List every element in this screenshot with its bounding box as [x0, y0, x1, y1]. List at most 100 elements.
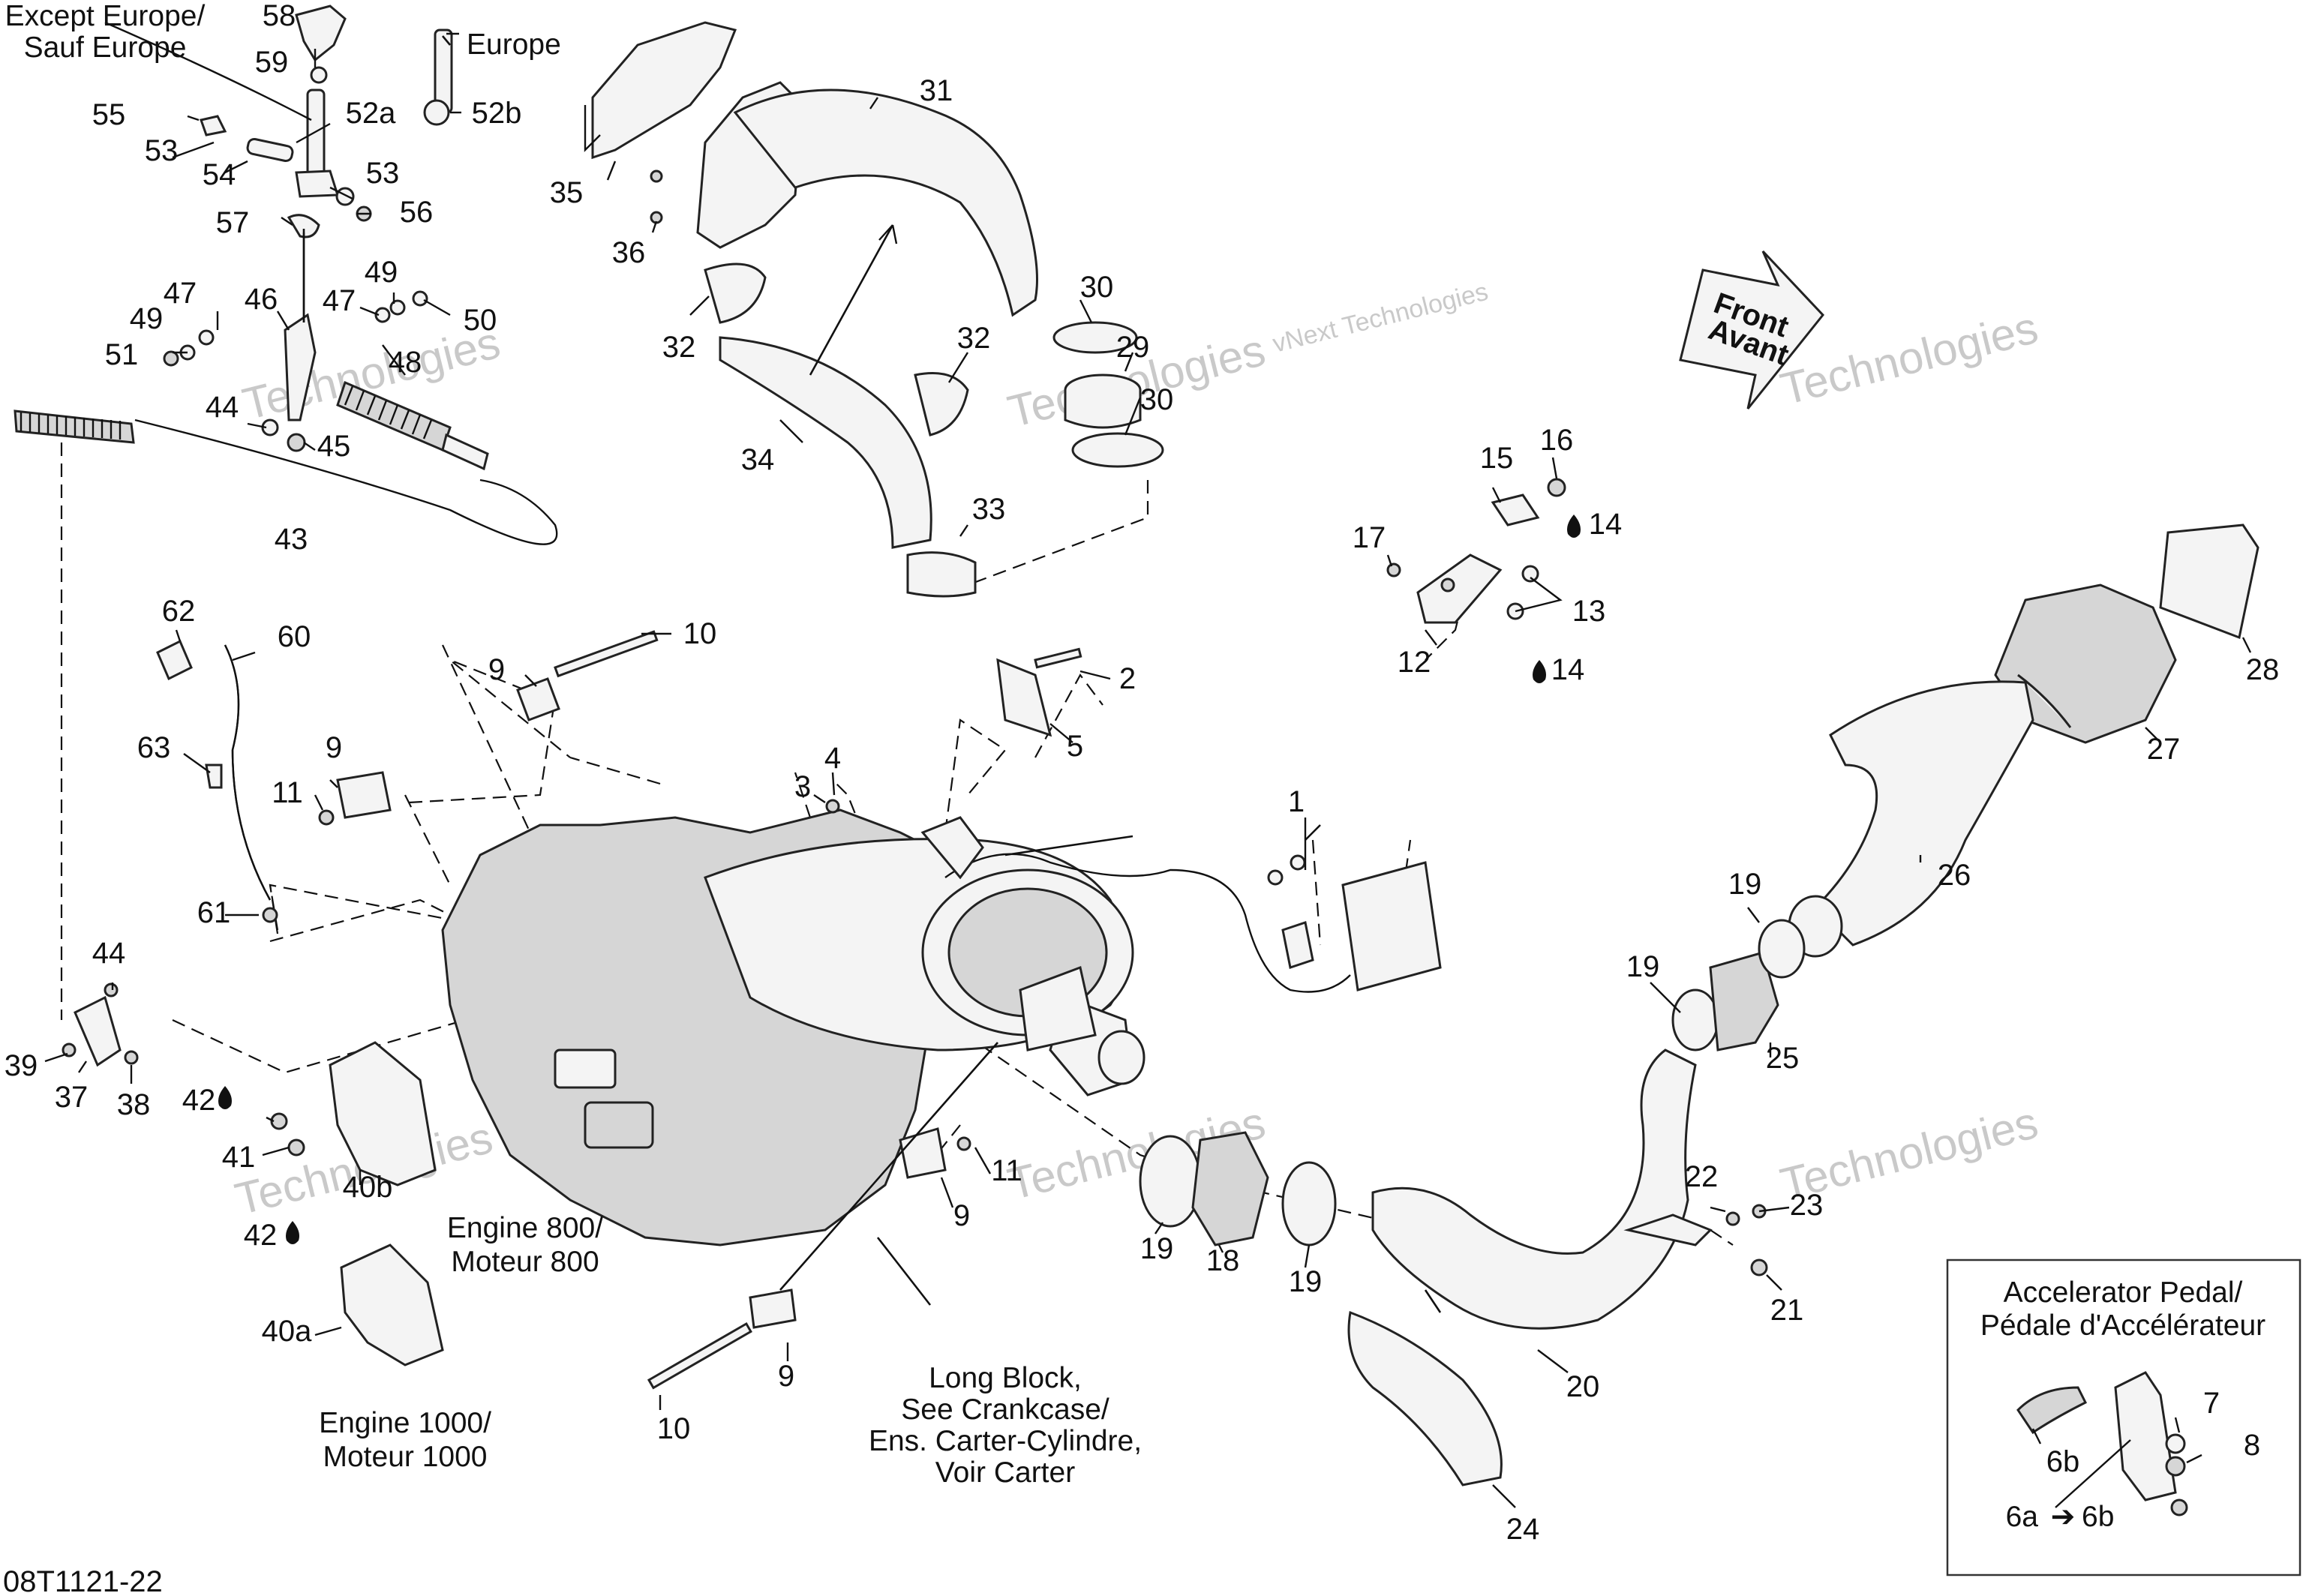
drop-icon	[218, 1086, 232, 1109]
front-arrow: Front Avant	[1679, 250, 1824, 410]
callout: 14	[1589, 508, 1623, 541]
accelerator-pedal-inset: Accelerator Pedal/ Pédale d'Accélérateur…	[1946, 1258, 2301, 1576]
callout: 48	[389, 346, 422, 379]
callout: 49	[365, 256, 398, 289]
loctite-drops	[218, 514, 1581, 1244]
callout: 21	[1770, 1294, 1804, 1327]
throttle-linkage	[14, 4, 558, 545]
drop-icon	[1567, 514, 1581, 538]
callout: 10	[683, 617, 717, 650]
note-engine1000-2: Moteur 1000	[323, 1441, 488, 1473]
callout: 35	[550, 176, 584, 209]
callout: 42	[244, 1219, 278, 1252]
callout: 30	[1140, 383, 1174, 416]
callout: 52a	[346, 97, 396, 130]
callout: 47	[323, 284, 356, 317]
callout: 32	[662, 331, 696, 364]
callout-leaders	[44, 21, 2252, 1508]
callout: 12	[1398, 646, 1431, 679]
callout: 32	[957, 322, 991, 355]
callout: 11	[991, 1154, 1022, 1187]
callout: 40a	[262, 1315, 312, 1348]
callout: 36	[612, 236, 646, 269]
callout: 38	[117, 1088, 151, 1121]
callout: 13	[1572, 595, 1606, 628]
callout: 27	[2147, 733, 2181, 766]
callout: 40b	[343, 1171, 393, 1204]
callout: 34	[741, 443, 775, 476]
note-engine800-2: Moteur 800	[451, 1246, 599, 1278]
callout: 31	[920, 74, 953, 107]
callout: 24	[1506, 1513, 1540, 1546]
callout: 53	[145, 134, 179, 167]
callout: 46	[245, 283, 278, 316]
callout: 9	[778, 1360, 794, 1393]
callout: 55	[92, 98, 126, 131]
callout: 44	[206, 391, 239, 424]
callout: 9	[488, 653, 505, 686]
callout: 3	[794, 770, 811, 803]
callout: 14	[1551, 653, 1585, 686]
callout: 49	[130, 302, 164, 335]
arrow-right-icon: ➔	[2051, 1501, 2076, 1533]
callout: 57	[216, 206, 250, 239]
mount-bracket	[1386, 478, 1566, 624]
callout: 9	[326, 731, 342, 764]
callout-labels: 58 59 55 52a 52b 53 54 53 56 57 47 49 46…	[5, 0, 2280, 1546]
callout: 19	[1289, 1265, 1323, 1298]
callout: 16	[1540, 424, 1574, 457]
note-long-block-3: Ens. Carter-Cylindre,	[869, 1425, 1142, 1457]
callout: 47	[164, 277, 197, 310]
callout: 9	[953, 1199, 970, 1232]
callout: 6b	[2046, 1445, 2080, 1478]
note-long-block-4: Voir Carter	[935, 1456, 1075, 1489]
callout: 51	[105, 338, 139, 371]
callout: 7	[2203, 1387, 2220, 1420]
note-engine800-1: Engine 800/	[447, 1212, 603, 1244]
callout: 37	[55, 1081, 89, 1114]
callout: 33	[972, 493, 1006, 526]
callout: 11	[272, 776, 303, 809]
callout: 58	[263, 0, 296, 32]
callout: 19	[1728, 868, 1762, 901]
callout: 8	[2244, 1429, 2260, 1462]
callout: 23	[1790, 1189, 1824, 1222]
callout: 17	[1353, 521, 1386, 554]
callout: 56	[400, 196, 434, 229]
air-intake-ducts	[584, 21, 1164, 598]
callout: 2	[1119, 662, 1136, 695]
callout: 1	[1288, 785, 1305, 818]
callout: 41	[222, 1141, 256, 1174]
callout: 15	[1480, 442, 1514, 475]
callout: 30	[1080, 271, 1114, 304]
inset-title-line1: Accelerator Pedal/	[2004, 1276, 2243, 1309]
inset-title-line2: Pédale d'Accélérateur	[1980, 1310, 2265, 1342]
callout: 52b	[472, 97, 522, 130]
engine-assembly	[441, 808, 1442, 1246]
inset-arrow-from: 6a	[2006, 1501, 2039, 1533]
callout: 18	[1206, 1244, 1240, 1277]
callout: 50	[464, 304, 497, 337]
callout: 20	[1566, 1370, 1600, 1403]
callout: 61	[197, 896, 231, 929]
callout: 44	[92, 937, 126, 970]
breather-hose	[156, 639, 278, 923]
callout: 5	[1067, 730, 1083, 763]
callout: 63	[137, 731, 171, 764]
note-long-block-2: See Crankcase/	[901, 1394, 1109, 1426]
callout: 45	[317, 430, 351, 463]
fasteners	[318, 630, 1306, 1390]
callout: 54	[203, 158, 236, 191]
lower-ducts	[1139, 919, 1806, 1486]
note-long-block-1: Long Block,	[929, 1362, 1082, 1394]
callout: 29	[1116, 331, 1150, 364]
callout: 28	[2246, 653, 2280, 686]
callout: 62	[162, 595, 196, 628]
callout: 26	[1938, 859, 1971, 892]
note-engine1000-1: Engine 1000/	[319, 1407, 491, 1439]
callout: 39	[5, 1049, 38, 1082]
notes: Except Europe/ Sauf Europe Europe Engine…	[3, 0, 1142, 1596]
figure-code: 08T1121-22	[3, 1565, 163, 1596]
drop-icon	[1533, 660, 1546, 683]
